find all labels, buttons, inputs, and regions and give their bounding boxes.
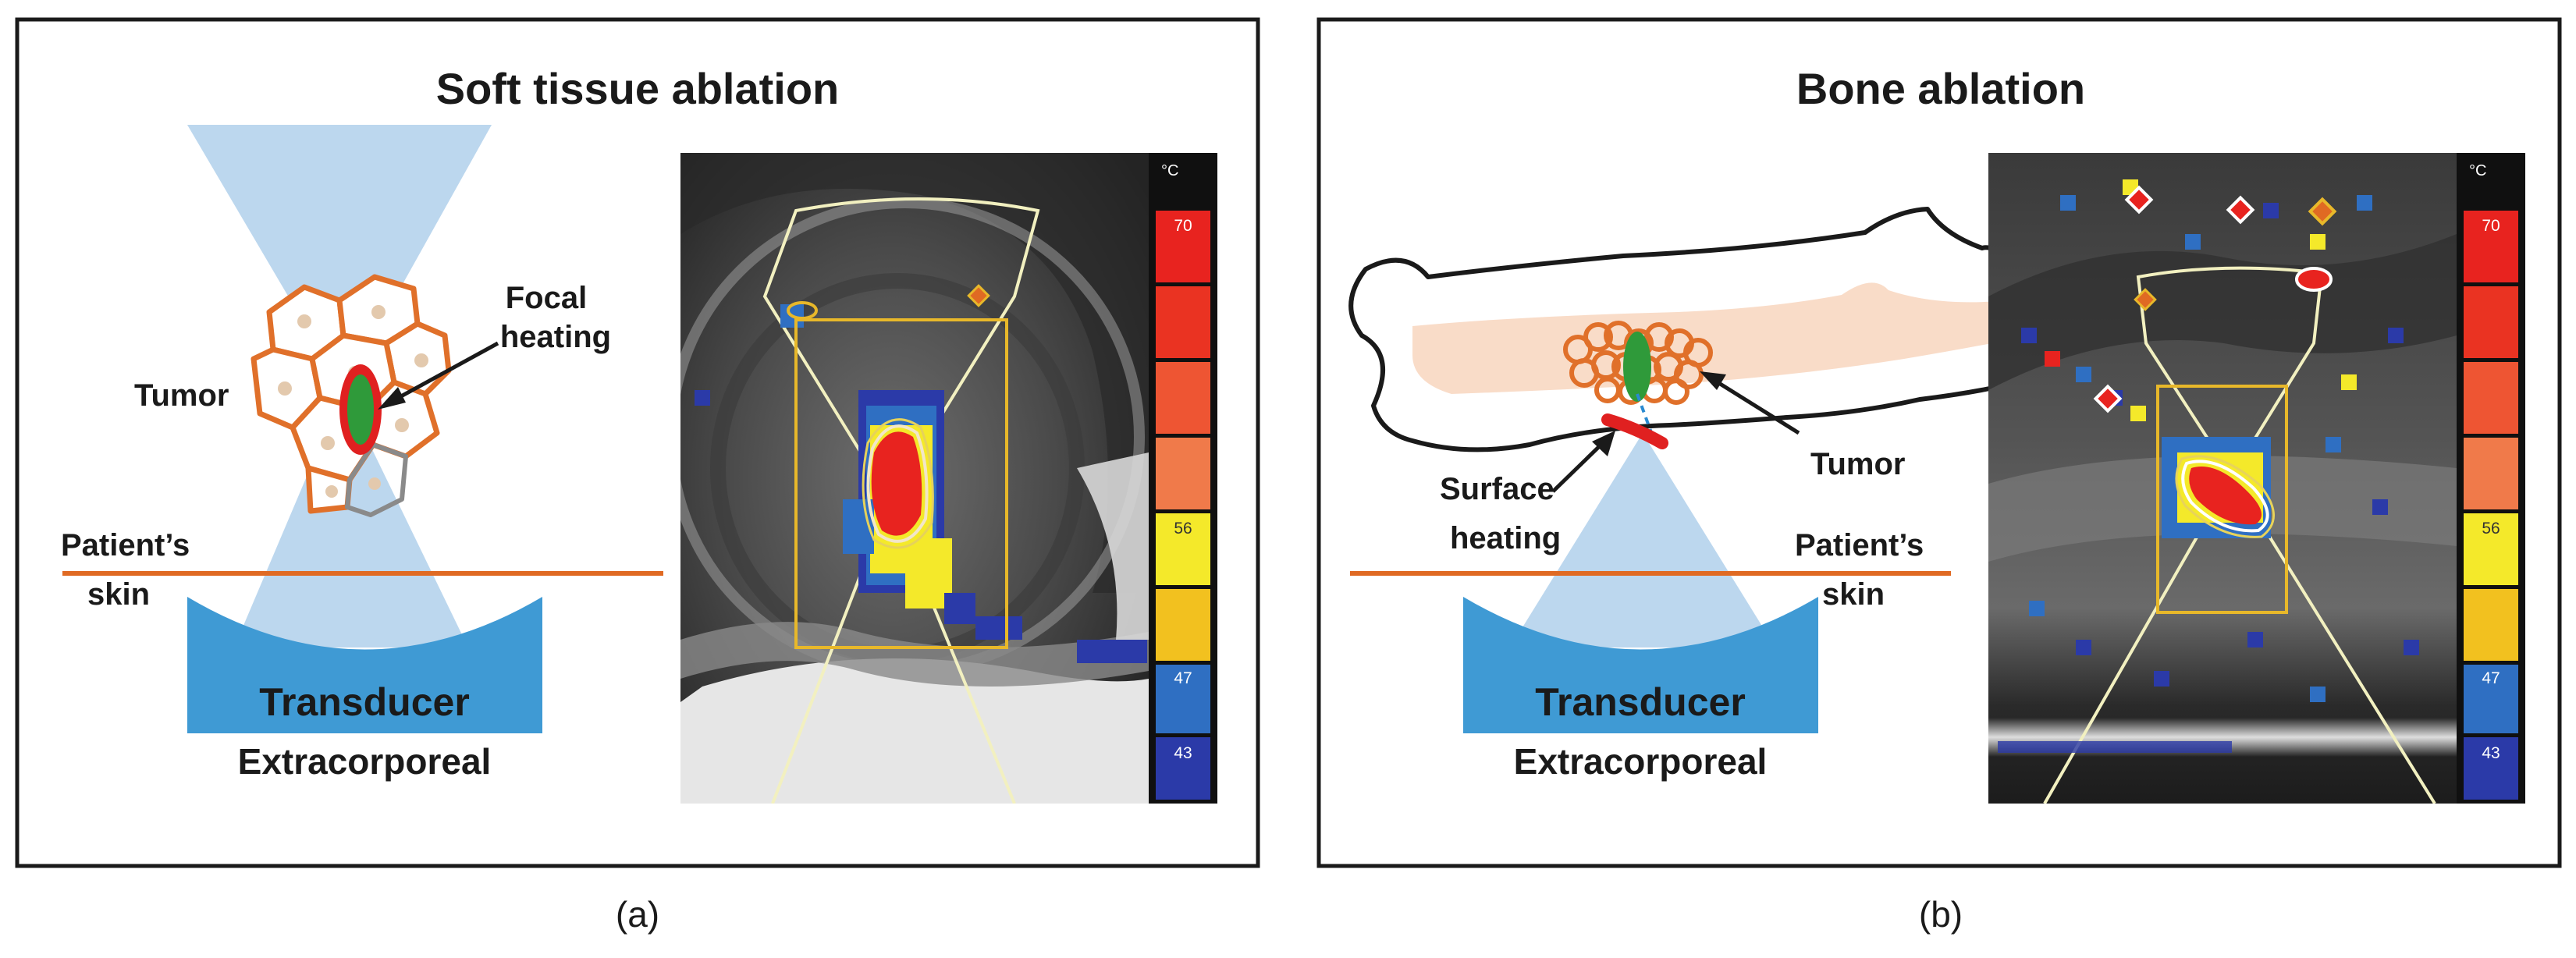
surface-heating-label-line1: Surface bbox=[1440, 472, 1554, 506]
panel-a: Soft tissue ablation bbox=[15, 17, 1260, 868]
bone-beam-cone bbox=[1510, 433, 1775, 648]
colorbar-b-swatch-4 bbox=[2464, 513, 2518, 585]
colorbar-a-tick-47: 47 bbox=[1174, 669, 1192, 687]
tumor-label: Tumor bbox=[134, 378, 229, 413]
colorbar-a-swatch-1 bbox=[1156, 286, 1210, 358]
colorbar-b-swatch-6 bbox=[2464, 665, 2518, 733]
colorbar-b-unit: °C bbox=[2469, 162, 2486, 179]
transducer bbox=[187, 597, 542, 733]
colorbar-a-tick-56: 56 bbox=[1174, 520, 1192, 538]
bone-transducer-label: Transducer bbox=[1535, 680, 1746, 724]
bone-transducer bbox=[1463, 597, 1818, 733]
colorbar-b-swatch-0 bbox=[2464, 211, 2518, 282]
transducer-label: Transducer bbox=[259, 680, 470, 724]
colorbar-a-swatch-6 bbox=[1156, 665, 1210, 733]
colorbar-b-swatch-2 bbox=[2464, 362, 2518, 434]
tumor-cell-nuclei bbox=[278, 305, 428, 498]
colorbar-b: °C 70 56 47 43 bbox=[2457, 153, 2525, 804]
mri-thermometry-image-a bbox=[680, 153, 1149, 804]
bone-tumor-cluster bbox=[1563, 321, 1713, 405]
focal-heating-label-line1: Focal bbox=[506, 281, 587, 315]
colorbar-a-tick-43: 43 bbox=[1174, 744, 1192, 762]
bone-extracorporeal-label: Extracorporeal bbox=[1514, 741, 1768, 782]
colorbar-a-swatch-0 bbox=[1156, 211, 1210, 282]
focal-heating-spot-green bbox=[347, 374, 374, 445]
tumor-arrowhead bbox=[1700, 371, 1726, 390]
colorbar-b-swatch-7 bbox=[2464, 737, 2518, 800]
colorbar-a-swatch-3 bbox=[1156, 438, 1210, 509]
caption-a: (a) bbox=[616, 894, 659, 935]
colorbar-b-swatch-3 bbox=[2464, 438, 2518, 509]
colorbar-a-swatch-2 bbox=[1156, 362, 1210, 434]
colorbar-b-swatch-5 bbox=[2464, 589, 2518, 661]
bone-skin-label-line1: Patient’s bbox=[1795, 528, 1924, 562]
skin-label-line1: Patient’s bbox=[61, 528, 190, 562]
panel-b-title: Bone ablation bbox=[1796, 64, 2085, 113]
colorbar-b-tick-47: 47 bbox=[2482, 669, 2500, 687]
bone-skin-label-line2: skin bbox=[1822, 577, 1885, 612]
surface-heating-label-line2: heating bbox=[1450, 521, 1561, 555]
colorbar-b-swatch-1 bbox=[2464, 286, 2518, 358]
colorbar-a-unit: °C bbox=[1161, 162, 1178, 179]
colorbar-b-tick-70: 70 bbox=[2482, 217, 2500, 235]
focal-heating-label-line2: heating bbox=[500, 320, 611, 354]
colorbar-a-tick-70: 70 bbox=[1174, 217, 1192, 235]
mri-thermometry-image-b bbox=[1988, 153, 2457, 804]
heat-pixels-b bbox=[1998, 179, 2419, 753]
colorbar-a-swatch-5 bbox=[1156, 589, 1210, 661]
colorbar-a: °C 70 56 47 43 bbox=[1149, 153, 1217, 804]
caption-b: (b) bbox=[1919, 894, 1963, 935]
extracorporeal-label: Extracorporeal bbox=[238, 741, 492, 782]
focal-heating-arrow bbox=[382, 341, 499, 408]
colorbar-a-swatch-4 bbox=[1156, 513, 1210, 585]
colorbar-b-tick-43: 43 bbox=[2482, 744, 2500, 762]
colorbar-b-tick-56: 56 bbox=[2482, 520, 2500, 538]
lower-beam-cone bbox=[234, 390, 468, 648]
upper-beam-cone bbox=[187, 125, 492, 390]
surface-heating-spot bbox=[1601, 413, 1668, 449]
skin-label-line2: skin bbox=[87, 577, 150, 612]
colorbar-a-swatch-7 bbox=[1156, 737, 1210, 800]
tumor-arrow bbox=[1704, 372, 1800, 435]
panel-b: Bone ablation bbox=[1316, 17, 2562, 868]
bone-heating-green bbox=[1623, 332, 1651, 402]
bone-marrow bbox=[1412, 282, 2080, 394]
focal-heating-arrowhead bbox=[378, 387, 406, 410]
bone-tumor-label: Tumor bbox=[1810, 447, 1905, 481]
panel-a-title: Soft tissue ablation bbox=[436, 64, 840, 113]
surface-heating-arrowhead bbox=[1592, 431, 1615, 456]
